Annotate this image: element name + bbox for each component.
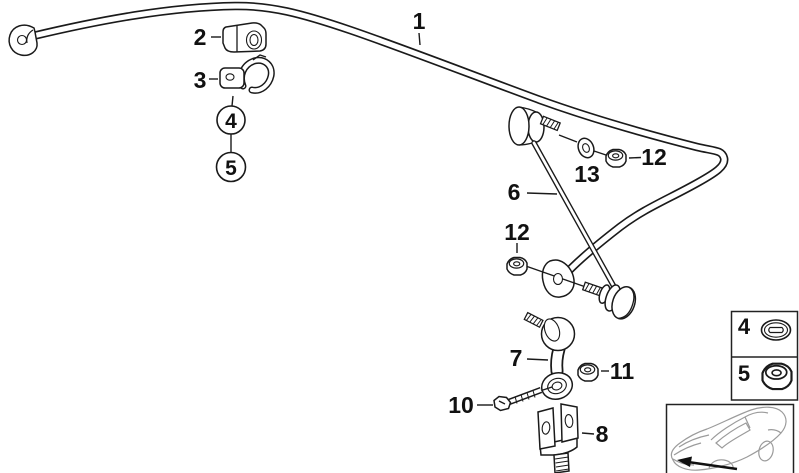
clip-washer-icon	[760, 319, 792, 341]
callout-1[interactable]: 1	[413, 8, 426, 34]
callout-4[interactable]: 4	[216, 105, 246, 135]
nut-12-lower	[506, 256, 528, 276]
stabilizer-link-rod	[531, 140, 620, 295]
callout-10[interactable]: 10	[448, 392, 474, 418]
leader-6	[526, 192, 558, 195]
leader-3-to-4	[231, 95, 234, 107]
clevis-bracket	[537, 403, 579, 473]
car-inset-box	[665, 403, 795, 473]
nut-11	[577, 362, 599, 382]
callout-8[interactable]: 8	[596, 421, 609, 447]
callout-12-upper[interactable]: 12	[641, 144, 667, 170]
stabilizer-clamp-bracket	[219, 54, 275, 94]
axis-line-washer-nut	[593, 150, 607, 156]
short-link-assembly	[523, 311, 576, 401]
stabilizer-rubber-mount	[222, 22, 267, 53]
location-arrow-icon	[677, 456, 738, 471]
car-location-thumbnail	[670, 406, 787, 471]
callout-11[interactable]: 11	[610, 358, 635, 384]
leader-8	[581, 432, 595, 435]
link-upper-ball-joint	[508, 106, 561, 146]
washer-13	[577, 137, 595, 159]
axis-line-upper	[558, 134, 578, 143]
callout-6[interactable]: 6	[508, 179, 521, 205]
leader-12-upper	[628, 156, 642, 159]
leader-1	[418, 32, 421, 46]
hex-nut-icon	[761, 362, 793, 391]
callout-3[interactable]: 3	[194, 67, 207, 93]
callout-2[interactable]: 2	[194, 24, 207, 50]
stabilizer-bar	[28, 1, 729, 283]
bar-end-eyelet-left	[8, 24, 38, 57]
nut-12-upper	[605, 148, 627, 168]
legend-box: 4 5	[730, 310, 799, 401]
eyelet-hole	[552, 272, 564, 286]
link-lower-ball-joint	[582, 281, 637, 320]
legend-5-label[interactable]: 5	[738, 361, 750, 386]
legend-row-4[interactable]: 4	[738, 314, 792, 341]
callout-5[interactable]: 5	[215, 151, 247, 183]
callout-12-lower[interactable]: 12	[504, 219, 530, 245]
callout-5-label[interactable]: 5	[225, 157, 237, 180]
callout-7[interactable]: 7	[510, 345, 523, 371]
callout-13[interactable]: 13	[574, 161, 600, 187]
legend-4-label[interactable]: 4	[738, 314, 751, 339]
callout-4-label[interactable]: 4	[225, 110, 237, 133]
legend-row-5[interactable]: 5	[738, 361, 793, 391]
leader-7	[526, 358, 549, 361]
hex-bolt	[493, 386, 553, 412]
